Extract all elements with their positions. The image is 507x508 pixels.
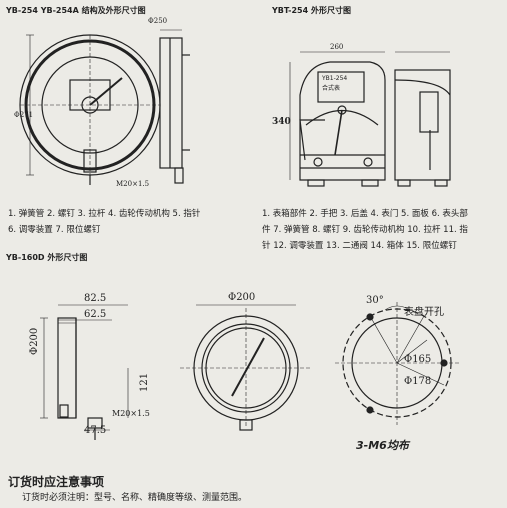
dim-d250: Φ250 <box>148 17 168 25</box>
front-label: YB1-254 <box>322 75 348 82</box>
ybt254-cabinet-side <box>394 51 451 187</box>
dim-47-5: 47.5 <box>84 425 107 436</box>
parts-right-line3: 针 12. 调零装置 13. 二通阀 14. 箱体 15. 限位螺钉 <box>262 241 457 251</box>
front-tag: 合式表 <box>322 85 341 92</box>
yb160d-side-view <box>40 304 129 440</box>
dim-62-5: 62.5 <box>84 309 107 320</box>
ybt254-cabinet-front <box>289 51 386 187</box>
yb254-front-view <box>19 34 161 185</box>
parts-right-line2: 件 7. 弹簧管 8. 螺钉 9. 齿轮传动机构 10. 拉杆 11. 指 <box>262 225 468 235</box>
hole-label: 表盘开孔 <box>404 307 444 318</box>
dim-phi165: Φ165 <box>404 354 432 365</box>
dim-thread-top: M20×1.5 <box>116 180 150 188</box>
dim-340: 340 <box>272 117 291 127</box>
caption-yb160d: YB-160D 外形尺寸图 <box>6 253 88 262</box>
dim-angle: 30° <box>366 295 384 306</box>
parts-right-line1: 1. 表箱部件 2. 手把 3. 后盖 4. 表门 5. 面板 6. 表头部 <box>262 209 468 219</box>
caption-yb254: YB-254 YB-254A 结构及外形尺寸图 <box>6 6 146 15</box>
order-text: 订货时必须注明：型号、名称、精确度等级、测量范围。 <box>22 493 248 503</box>
parts-left-line2: 6. 调零装置 7. 限位螺钉 <box>8 225 101 235</box>
order-title: 订货时应注意事项 <box>8 475 105 489</box>
yb160d-front-view <box>180 304 312 431</box>
panel-cutout-view <box>335 302 460 425</box>
yb254-side-view <box>159 29 190 184</box>
dim-phi178: Φ178 <box>404 376 432 387</box>
dim-phi200-side: Φ200 <box>29 327 40 355</box>
dim-82-5: 82.5 <box>84 293 107 304</box>
dim-d271: Φ271 <box>14 111 34 119</box>
parts-left-line1: 1. 弹簧管 2. 螺钉 3. 拉杆 4. 齿轮传动机构 5. 指针 <box>8 209 201 219</box>
screws-note: 3-M6均布 <box>356 439 409 452</box>
dim-260: 260 <box>330 43 344 51</box>
dim-phi200-front: Φ200 <box>228 292 256 303</box>
dim-121: 121 <box>139 372 150 392</box>
dim-thread: M20×1.5 <box>112 409 150 418</box>
caption-ybt254: YBT-254 外形尺寸图 <box>272 6 351 15</box>
